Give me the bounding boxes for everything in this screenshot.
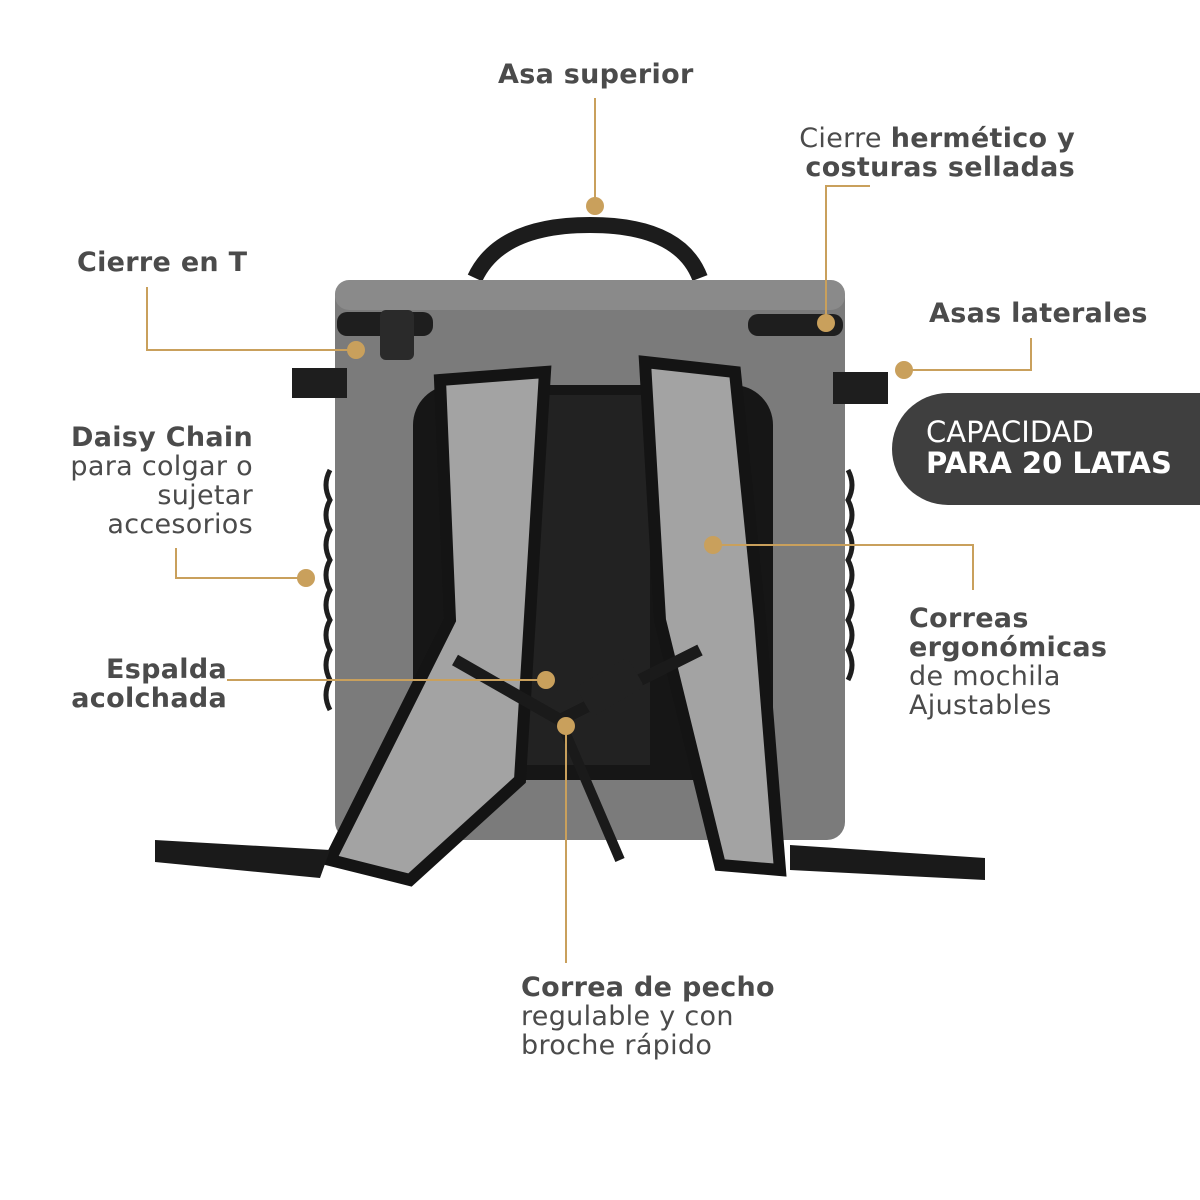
- chest-line: broche rápido: [521, 1030, 713, 1061]
- quick-buckle: [577, 659, 643, 715]
- capacity-badge: CAPACIDAD PARA 20 LATAS: [892, 393, 1200, 505]
- daisy-line: accesorios: [107, 509, 253, 540]
- label-seal: Cierre hermético y costuras selladas: [799, 124, 1075, 182]
- annotation-dots: [297, 197, 913, 735]
- chest-title: Correa de pecho: [521, 972, 775, 1003]
- label-top-handle: Asa superior: [498, 59, 694, 90]
- top-handle: [467, 216, 708, 282]
- daisy-chain-left: [323, 468, 333, 712]
- badge-line1: CAPACIDAD: [926, 415, 1094, 449]
- side-handle-right: [833, 372, 888, 404]
- badge-line2: PARA 20 LATAS: [926, 446, 1172, 480]
- seal-bold: hermético y: [890, 123, 1075, 154]
- shoulder-strap-right: [638, 355, 787, 877]
- back-line: acolchada: [71, 683, 227, 714]
- chest-line: regulable y con: [521, 1001, 734, 1032]
- seal-bold-2: costuras selladas: [805, 152, 1075, 183]
- back-line: Espalda: [106, 654, 227, 685]
- seal-regular: Cierre: [799, 123, 891, 154]
- straps-bold: ergonómicas: [909, 632, 1108, 663]
- label-straps: Correas ergonómicas de mochila Ajustable…: [909, 604, 1107, 720]
- straps-line: de mochila: [909, 661, 1061, 692]
- side-handle-left: [292, 368, 347, 398]
- daisy-line: sujetar: [157, 480, 253, 511]
- straps-line: Ajustables: [909, 690, 1052, 721]
- label-padded-back: Espalda acolchada: [71, 655, 227, 713]
- annotation-lines: [146, 98, 1032, 963]
- straps-bold: Correas: [909, 603, 1029, 634]
- label-daisy-chain: Daisy Chain para colgar o sujetar acceso…: [70, 423, 253, 539]
- label-side-handles: Asas laterales: [929, 298, 1148, 329]
- daisy-title: Daisy Chain: [71, 422, 253, 453]
- label-chest-strap: Correa de pecho regulable y con broche r…: [521, 973, 775, 1060]
- daisy-line: para colgar o: [70, 451, 253, 482]
- label-t-closure: Cierre en T: [77, 247, 248, 278]
- shoulder-strap-left: [321, 365, 552, 887]
